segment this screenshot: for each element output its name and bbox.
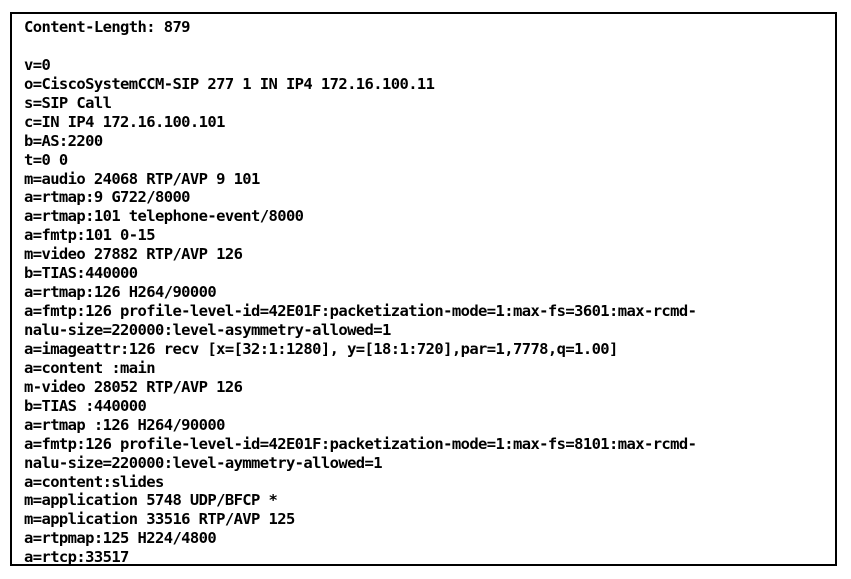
- sdp-line: c=IN IP4 172.16.100.101: [24, 112, 225, 131]
- sdp-line: m=audio 24068 RTP/AVP 9 101: [24, 169, 260, 188]
- header-content-length: Content-Length: 879: [24, 18, 191, 36]
- sdp-line: m=application 5748 UDP/BFCP *: [24, 491, 278, 510]
- sdp-line: m=application 33516 RTP/AVP 125: [24, 510, 295, 529]
- sdp-line: a=imageattr:126 recv [x=[32:1:1280], y=[…: [24, 339, 618, 358]
- sdp-text-block: Content-Length: 879 v=0 o=CiscoSystemCCM…: [24, 18, 697, 566]
- sdp-line: b=AS:2200: [24, 131, 103, 150]
- sdp-line: a=rtcp:33517: [24, 548, 129, 566]
- sdp-line: a=fmtp:126 profile-level-id=42E01F:packe…: [24, 302, 697, 321]
- sdp-line: b=TIAS:440000: [24, 264, 138, 283]
- sdp-line: a=content :main: [24, 358, 156, 377]
- sdp-line: a=rtmap:126 H264/90000: [24, 283, 217, 302]
- sdp-line: t=0 0: [24, 150, 68, 169]
- blank-line: [24, 37, 696, 56]
- sdp-line: m-video 28052 RTP/AVP 126: [24, 377, 243, 396]
- sdp-line: a=rtmap:9 G722/8000: [24, 188, 191, 207]
- sdp-line: m=video 27882 RTP/AVP 126: [24, 245, 243, 264]
- sdp-line: a=rtmap:101 telephone-event/8000: [24, 207, 304, 226]
- sdp-line: o=CiscoSystemCCM-SIP 277 1 IN IP4 172.16…: [24, 74, 435, 93]
- sdp-line: nalu-size=220000:level-aymmetry-allowed=…: [24, 453, 383, 472]
- sdp-line: a=content:slides: [24, 472, 164, 491]
- sdp-line: a=fmtp:101 0-15: [24, 226, 156, 245]
- sdp-line: v=0: [24, 55, 51, 74]
- sdp-message-box: Content-Length: 879 v=0 o=CiscoSystemCCM…: [10, 12, 837, 566]
- sdp-line: nalu-size=220000:level-asymmetry-allowed…: [24, 321, 391, 339]
- sdp-line: a=rtmap :126 H264/90000: [24, 415, 225, 434]
- sdp-line: s=SIP Call: [24, 93, 112, 112]
- sdp-line: b=TIAS :440000: [24, 396, 147, 415]
- sdp-line: a=rtpmap:125 H224/4800: [24, 529, 217, 548]
- sdp-line: a=fmtp:126 profile-level-id=42E01F:packe…: [24, 434, 697, 453]
